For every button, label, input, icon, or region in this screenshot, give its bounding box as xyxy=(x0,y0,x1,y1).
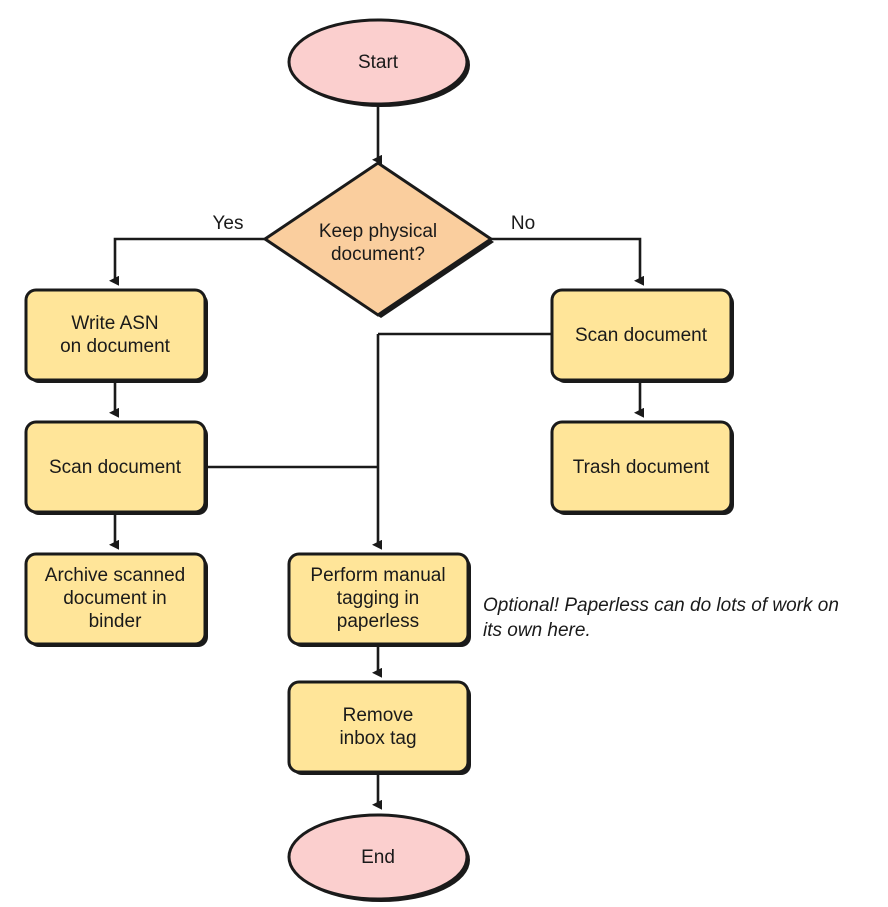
node-trash-document[interactable]: Trash document xyxy=(550,420,734,515)
node-archive-scanned-document[interactable]: Archive scanned document in binder xyxy=(24,552,208,647)
edge-label-yes: Yes xyxy=(213,213,244,234)
node-tagging-label-line3: paperless xyxy=(337,611,419,632)
node-decision-label-line2: document? xyxy=(331,244,425,265)
node-remove-inbox-tag[interactable]: Remove inbox tag xyxy=(287,680,471,775)
edge-label-no: No xyxy=(511,213,535,234)
node-start-label: Start xyxy=(358,52,399,73)
node-end[interactable]: End xyxy=(287,813,470,902)
node-archive-label-line3: binder xyxy=(89,611,142,632)
node-trash-document-label: Trash document xyxy=(573,457,710,478)
node-write-asn-on-document[interactable]: Write ASN on document xyxy=(24,288,208,383)
node-scan-document-right-label: Scan document xyxy=(575,325,708,346)
note-optional-paperless: Optional! Paperless can do lots of work … xyxy=(483,595,839,641)
node-decision-keep-physical-document[interactable]: Keep physical document? xyxy=(262,161,494,318)
note-line-1: Optional! Paperless can do lots of work … xyxy=(483,595,839,616)
edge-decision-no-to-scan-right xyxy=(491,237,644,286)
edges-group xyxy=(109,103,644,810)
node-scan-document-left[interactable]: Scan document xyxy=(24,420,208,515)
node-tagging-label-line1: Perform manual xyxy=(310,565,445,586)
node-tagging-label-line2: tagging in xyxy=(337,588,419,609)
edge-decision-yes-to-write-asn xyxy=(109,237,265,286)
node-remove-inbox-label-line1: Remove xyxy=(343,705,414,726)
node-archive-label-line2: document in xyxy=(63,588,167,609)
node-archive-label-line1: Archive scanned xyxy=(45,565,185,586)
node-scan-document-left-label: Scan document xyxy=(49,457,182,478)
node-write-asn-label-line1: Write ASN xyxy=(71,313,158,334)
node-perform-manual-tagging[interactable]: Perform manual tagging in paperless xyxy=(287,552,471,647)
node-remove-inbox-label-line2: inbox tag xyxy=(339,728,416,749)
note-line-2: its own here. xyxy=(483,620,591,641)
node-decision-label-line1: Keep physical xyxy=(319,221,437,242)
node-write-asn-label-line2: on document xyxy=(60,336,171,357)
node-end-label: End xyxy=(361,847,395,868)
node-start[interactable]: Start xyxy=(287,18,470,107)
node-scan-document-right[interactable]: Scan document xyxy=(550,288,734,383)
